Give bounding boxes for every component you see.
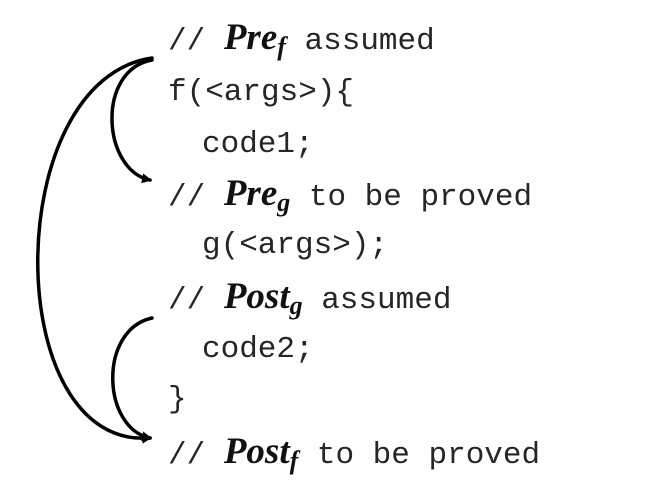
comment-prefix: // — [168, 283, 224, 318]
comment-pre-g: // Preg to be proved — [168, 170, 532, 218]
function-signature: f(<args>){ — [168, 75, 355, 110]
closing-brace: } — [168, 382, 187, 417]
condition-subscript: g — [289, 291, 303, 320]
comment-post-g: // Postg assumed — [168, 273, 451, 321]
condition-pre-g: Preg — [223, 173, 291, 217]
condition-subscript: f — [277, 32, 286, 61]
comment-post-f: // Postf to be proved — [168, 428, 540, 476]
comment-suffix: to be proved — [290, 180, 533, 215]
condition-subscript: g — [277, 188, 291, 217]
arrow-pre-f-to-post-f — [36, 56, 154, 444]
arrow-post-g-to-post-f — [111, 316, 154, 442]
comment-suffix: assumed — [302, 283, 452, 318]
condition-pre-f: Pref — [223, 17, 286, 61]
code2-statement: code2; — [202, 332, 314, 367]
condition-name: Pre — [223, 173, 278, 214]
condition-name: Post — [223, 276, 290, 317]
call-g-statement: g(<args>); — [202, 228, 389, 263]
comment-suffix: to be proved — [298, 438, 541, 473]
comment-pre-f: // Pref assumed — [168, 14, 435, 62]
condition-subscript: f — [289, 446, 299, 475]
comment-prefix: // — [168, 438, 224, 473]
comment-prefix: // — [168, 24, 224, 59]
arrow-pre-f-to-pre-g — [110, 58, 154, 184]
comment-suffix: assumed — [285, 24, 435, 59]
condition-name: Post — [223, 431, 290, 472]
comment-prefix: // — [168, 180, 224, 215]
condition-post-f: Postf — [223, 431, 299, 475]
condition-name: Pre — [223, 17, 278, 58]
condition-post-g: Postg — [223, 276, 303, 320]
code1-statement: code1; — [202, 127, 314, 162]
